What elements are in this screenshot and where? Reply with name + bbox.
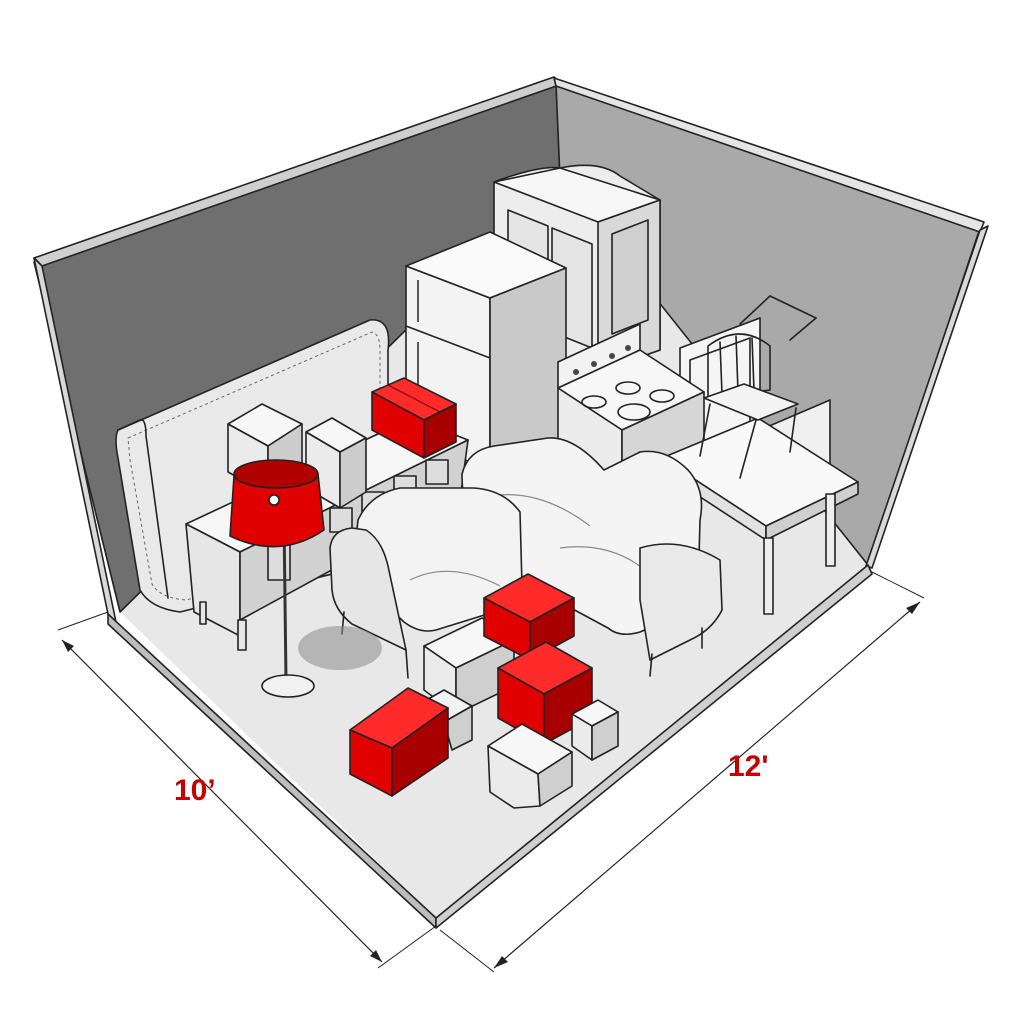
floor-lamp	[229, 459, 382, 698]
boxes-on-dresser	[227, 377, 457, 509]
dimension-line-width	[61, 639, 383, 963]
right-wall-end	[865, 225, 989, 569]
dimension-line-length	[493, 601, 921, 969]
floor-boxes	[349, 573, 619, 809]
arrow-head	[494, 956, 508, 968]
arrow-head	[370, 950, 382, 962]
length-label: 12'	[728, 750, 769, 783]
arrow-head	[62, 640, 74, 652]
floor-edge-right	[435, 564, 873, 929]
dimension-lines	[57, 571, 925, 973]
width-label: 10’	[174, 774, 216, 807]
arrow-head	[906, 602, 920, 614]
chairs	[699, 295, 817, 479]
sofa	[461, 437, 723, 677]
